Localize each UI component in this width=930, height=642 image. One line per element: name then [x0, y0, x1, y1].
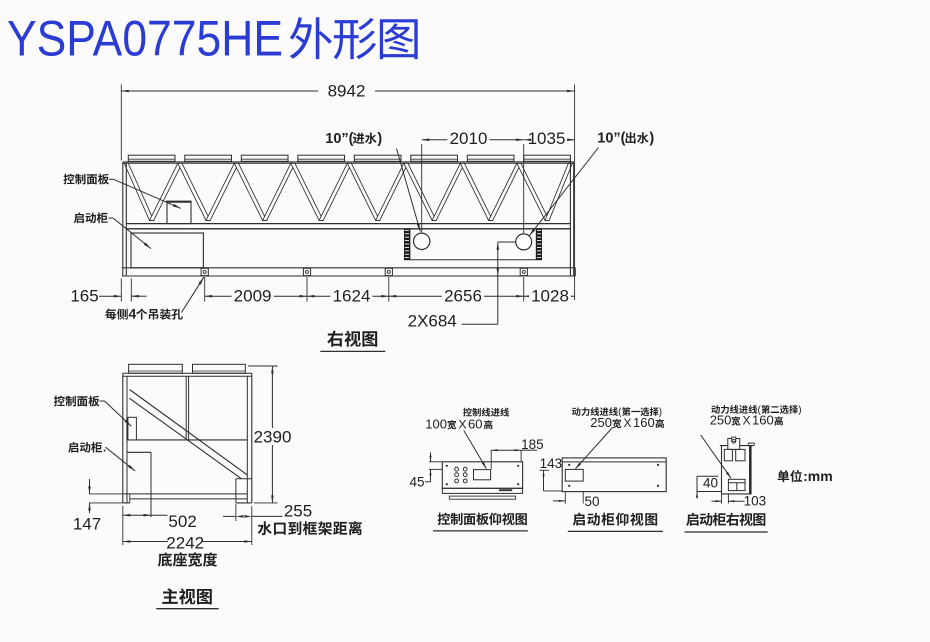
svg-text:.: . — [103, 441, 106, 455]
svg-text:255: 255 — [284, 502, 312, 521]
svg-text:10”(: 10”( — [597, 131, 625, 147]
svg-text:1035: 1035 — [528, 129, 566, 148]
svg-text:YSPA0775HE: YSPA0775HE — [7, 11, 283, 67]
svg-text:2656: 2656 — [444, 287, 482, 306]
svg-text:250: 250 — [710, 413, 732, 428]
svg-text:1624: 1624 — [333, 287, 371, 306]
svg-text:45: 45 — [409, 474, 424, 489]
svg-text:10”(: 10”( — [325, 131, 353, 147]
svg-text:160: 160 — [633, 415, 655, 430]
svg-text:250: 250 — [590, 415, 612, 430]
svg-text:2X684: 2X684 — [408, 311, 457, 330]
svg-text::mm: :mm — [803, 468, 833, 484]
svg-text:100: 100 — [425, 416, 447, 431]
svg-text:(: ( — [758, 405, 762, 416]
svg-text:2242: 2242 — [166, 533, 204, 552]
svg-text:50: 50 — [584, 494, 599, 509]
svg-text:165: 165 — [70, 286, 98, 305]
svg-text:160: 160 — [752, 413, 774, 428]
svg-text:143: 143 — [540, 456, 563, 471]
svg-text:2010: 2010 — [450, 129, 488, 148]
svg-text:): ) — [377, 131, 382, 147]
svg-text:147: 147 — [73, 514, 101, 533]
svg-text:40: 40 — [703, 475, 718, 490]
svg-text:502: 502 — [168, 512, 196, 531]
svg-text:4: 4 — [129, 306, 137, 322]
svg-text:185: 185 — [521, 437, 544, 452]
svg-text:2009: 2009 — [234, 287, 272, 306]
svg-text:X: X — [459, 417, 467, 431]
svg-text:X: X — [743, 414, 751, 428]
svg-text:(: ( — [618, 407, 622, 418]
svg-text:103: 103 — [744, 494, 767, 509]
svg-text:60: 60 — [468, 416, 482, 431]
svg-text:): ) — [659, 407, 662, 418]
svg-text:): ) — [798, 405, 801, 416]
svg-text:1028: 1028 — [531, 287, 569, 306]
svg-text:): ) — [649, 131, 654, 147]
svg-text:2390: 2390 — [254, 427, 292, 446]
svg-text:X: X — [624, 416, 632, 430]
svg-text:8942: 8942 — [328, 82, 366, 101]
